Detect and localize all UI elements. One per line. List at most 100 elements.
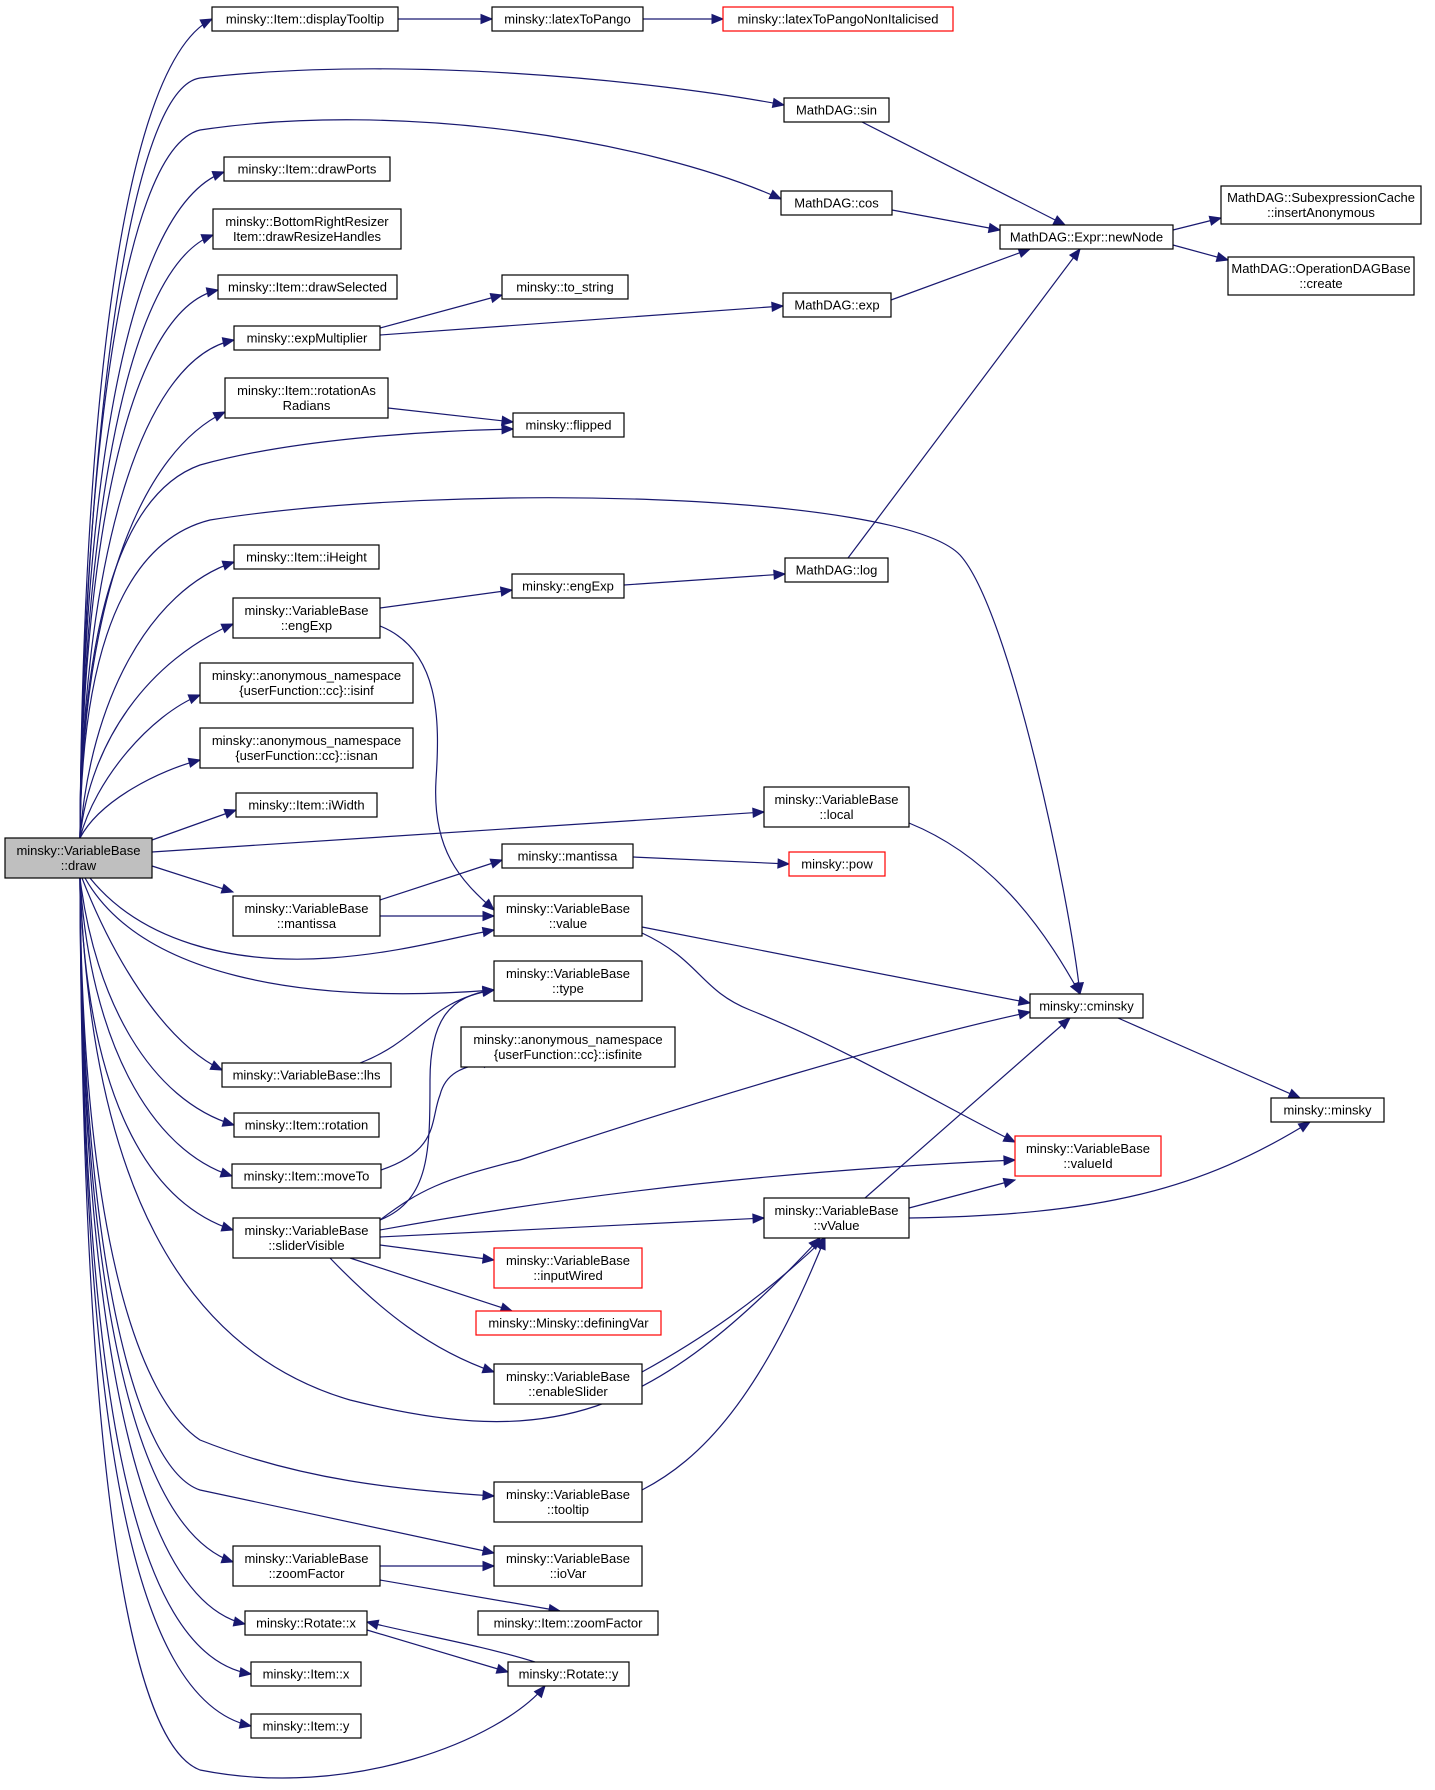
node-create[interactable]: MathDAG::OperationDAGBase::create	[1227, 256, 1415, 296]
node-box-itemY[interactable]	[250, 1713, 362, 1739]
node-box-itemZoomFactor[interactable]	[477, 1610, 659, 1636]
node-iWidth[interactable]: minsky::Item::iWidth	[235, 792, 378, 818]
node-box-newNode[interactable]	[999, 224, 1174, 250]
node-box-lhs[interactable]	[221, 1062, 392, 1088]
node-engExp[interactable]: minsky::engExp	[511, 573, 625, 599]
node-latexToPangoNonItalicised[interactable]: minsky::latexToPangoNonItalicised	[722, 6, 954, 32]
node-lhs[interactable]: minsky::VariableBase::lhs	[221, 1062, 392, 1088]
node-definingVar[interactable]: minsky::Minsky::definingVar	[475, 1310, 662, 1336]
node-box-iWidth[interactable]	[235, 792, 378, 818]
node-itemY[interactable]: minsky::Item::y	[250, 1713, 362, 1739]
node-box-enableSlider[interactable]	[493, 1363, 643, 1405]
node-box-pow[interactable]	[788, 851, 886, 877]
node-drawPorts[interactable]: minsky::Item::drawPorts	[223, 156, 391, 182]
node-flipped[interactable]: minsky::flipped	[512, 412, 625, 438]
node-box-engExp[interactable]	[511, 573, 625, 599]
node-to_string[interactable]: minsky::to_string	[501, 274, 629, 300]
node-valueId[interactable]: minsky::VariableBase::valueId	[1014, 1135, 1162, 1177]
node-inputWired[interactable]: minsky::VariableBase::inputWired	[493, 1247, 643, 1289]
node-cminsky[interactable]: minsky::cminsky	[1029, 993, 1144, 1019]
node-box-vValue[interactable]	[763, 1197, 910, 1239]
node-mantissa[interactable]: minsky::mantissa	[501, 843, 634, 869]
node-expMultiplier[interactable]: minsky::expMultiplier	[233, 325, 381, 351]
node-sliderVisible[interactable]: minsky::VariableBase::sliderVisible	[232, 1217, 381, 1259]
node-box-definingVar[interactable]	[475, 1310, 662, 1336]
node-box-flipped[interactable]	[512, 412, 625, 438]
node-box-isnan[interactable]	[199, 727, 414, 769]
node-vbEngExp[interactable]: minsky::VariableBase::engExp	[232, 597, 381, 639]
node-box-latexToPangoNonItalicised[interactable]	[722, 6, 954, 32]
node-displayTooltip[interactable]: minsky::Item::displayTooltip	[211, 6, 399, 32]
node-drawResizeHandles[interactable]: minsky::BottomRightResizerItem::drawResi…	[212, 208, 402, 250]
node-box-rotation[interactable]	[233, 1112, 380, 1138]
node-box-mantissa[interactable]	[501, 843, 634, 869]
node-cos[interactable]: MathDAG::cos	[780, 190, 893, 216]
node-box-latexToPango[interactable]	[491, 6, 644, 32]
node-box-rotationAsRadians[interactable]	[224, 377, 389, 419]
node-rotation[interactable]: minsky::Item::rotation	[233, 1112, 380, 1138]
node-exp[interactable]: MathDAG::exp	[782, 292, 892, 318]
node-box-log[interactable]	[784, 557, 889, 583]
node-box-tooltip[interactable]	[493, 1481, 643, 1523]
node-box-vbZoomFactor[interactable]	[232, 1545, 381, 1587]
node-ioVar[interactable]: minsky::VariableBase::ioVar	[493, 1545, 643, 1587]
node-box-cos[interactable]	[780, 190, 893, 216]
node-vbZoomFactor[interactable]: minsky::VariableBase::zoomFactor	[232, 1545, 381, 1587]
node-box-cminsky[interactable]	[1029, 993, 1144, 1019]
node-local[interactable]: minsky::VariableBase::local	[763, 786, 910, 828]
node-tooltip[interactable]: minsky::VariableBase::tooltip	[493, 1481, 643, 1523]
node-box-exp[interactable]	[782, 292, 892, 318]
node-rotateY[interactable]: minsky::Rotate::y	[507, 1661, 630, 1687]
node-box-local[interactable]	[763, 786, 910, 828]
node-rotateX[interactable]: minsky::Rotate::x	[244, 1610, 368, 1636]
node-box-to_string[interactable]	[501, 274, 629, 300]
node-box-insertAnonymous[interactable]	[1220, 185, 1422, 225]
node-sin[interactable]: MathDAG::sin	[783, 97, 890, 123]
node-enableSlider[interactable]: minsky::VariableBase::enableSlider	[493, 1363, 643, 1405]
node-insertAnonymous[interactable]: MathDAG::SubexpressionCache::insertAnony…	[1220, 185, 1422, 225]
node-box-sin[interactable]	[783, 97, 890, 123]
node-box-itemX[interactable]	[250, 1661, 362, 1687]
node-box-expMultiplier[interactable]	[233, 325, 381, 351]
node-box-draw[interactable]	[4, 837, 153, 879]
node-box-rotateY[interactable]	[507, 1661, 630, 1687]
node-box-vbEngExp[interactable]	[232, 597, 381, 639]
node-box-type[interactable]	[493, 960, 643, 1002]
node-vValue[interactable]: minsky::VariableBase::vValue	[763, 1197, 910, 1239]
node-box-ioVar[interactable]	[493, 1545, 643, 1587]
node-box-rotateX[interactable]	[244, 1610, 368, 1636]
node-iHeight[interactable]: minsky::Item::iHeight	[233, 544, 380, 570]
node-box-minsky[interactable]	[1270, 1097, 1385, 1123]
node-box-vbMantissa[interactable]	[232, 895, 381, 937]
node-box-drawPorts[interactable]	[223, 156, 391, 182]
node-box-sliderVisible[interactable]	[232, 1217, 381, 1259]
node-box-drawSelected[interactable]	[217, 274, 398, 300]
node-newNode[interactable]: MathDAG::Expr::newNode	[999, 224, 1174, 250]
node-log[interactable]: MathDAG::log	[784, 557, 889, 583]
node-itemZoomFactor[interactable]: minsky::Item::zoomFactor	[477, 1610, 659, 1636]
node-box-drawResizeHandles[interactable]	[212, 208, 402, 250]
node-box-iHeight[interactable]	[233, 544, 380, 570]
node-isinf[interactable]: minsky::anonymous_namespace{userFunction…	[199, 662, 414, 704]
node-isnan[interactable]: minsky::anonymous_namespace{userFunction…	[199, 727, 414, 769]
node-box-isfinite[interactable]	[460, 1026, 676, 1068]
node-moveTo[interactable]: minsky::Item::moveTo	[231, 1163, 382, 1189]
node-draw[interactable]: minsky::VariableBase::draw	[4, 837, 153, 879]
node-value[interactable]: minsky::VariableBase::value	[493, 895, 643, 937]
node-box-inputWired[interactable]	[493, 1247, 643, 1289]
node-latexToPango[interactable]: minsky::latexToPango	[491, 6, 644, 32]
node-box-create[interactable]	[1227, 256, 1415, 296]
node-minsky[interactable]: minsky::minsky	[1270, 1097, 1385, 1123]
node-vbMantissa[interactable]: minsky::VariableBase::mantissa	[232, 895, 381, 937]
node-box-value[interactable]	[493, 895, 643, 937]
node-box-moveTo[interactable]	[231, 1163, 382, 1189]
node-type[interactable]: minsky::VariableBase::type	[493, 960, 643, 1002]
node-drawSelected[interactable]: minsky::Item::drawSelected	[217, 274, 398, 300]
node-itemX[interactable]: minsky::Item::x	[250, 1661, 362, 1687]
node-box-displayTooltip[interactable]	[211, 6, 399, 32]
node-isfinite[interactable]: minsky::anonymous_namespace{userFunction…	[460, 1026, 676, 1068]
node-box-valueId[interactable]	[1014, 1135, 1162, 1177]
node-pow[interactable]: minsky::pow	[788, 851, 886, 877]
node-box-isinf[interactable]	[199, 662, 414, 704]
